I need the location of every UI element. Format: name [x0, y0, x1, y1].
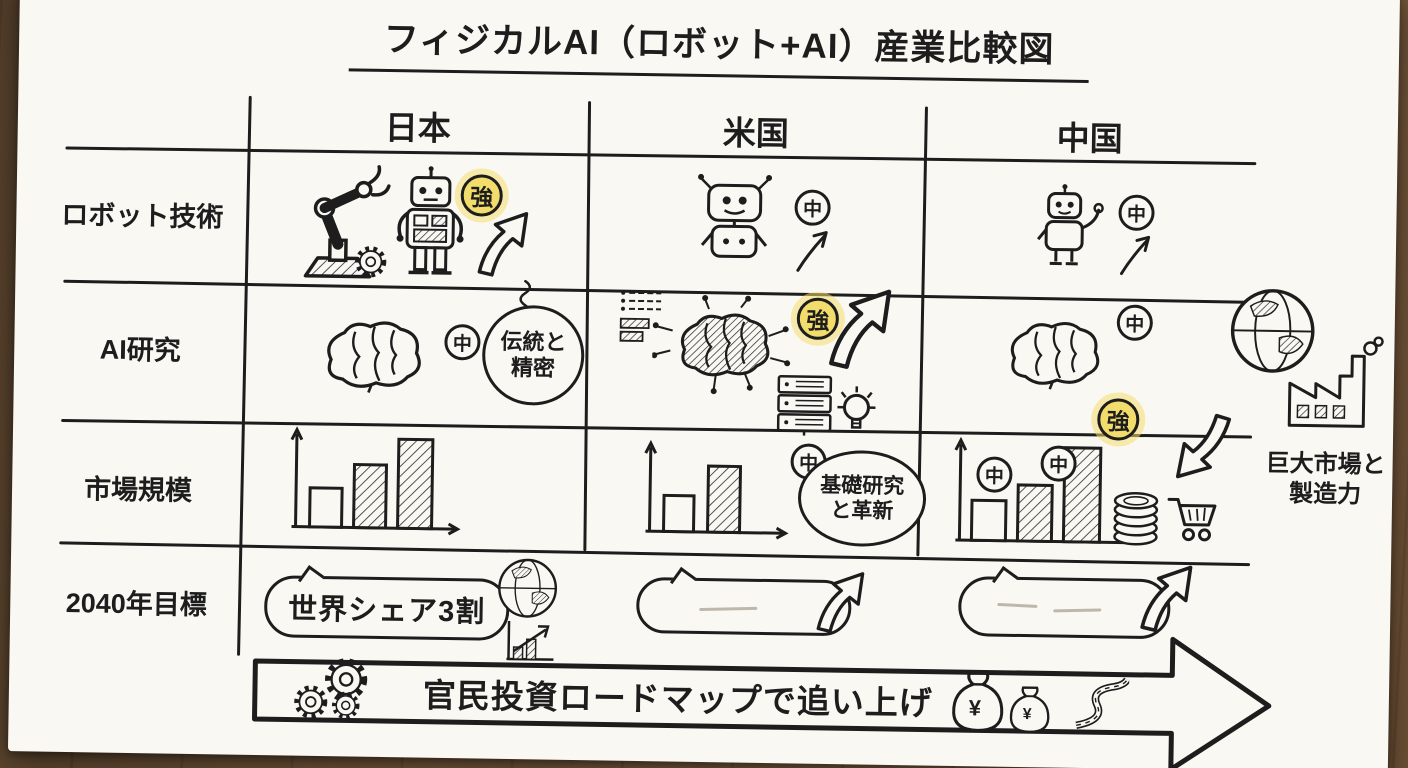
faint-scribble [1053, 608, 1102, 613]
china-market-note-line1: 巨大市場と [1265, 449, 1386, 479]
waving-robot-icon [1036, 184, 1104, 266]
gear-icon [292, 684, 329, 721]
note-japan-ai-line1: 伝統と [500, 328, 567, 355]
note-usa-ai-line2: と革新 [830, 499, 894, 523]
trend-arrow-icon-usa-robot [796, 230, 828, 273]
robot-arm-icon [303, 165, 391, 279]
row-label-market-size: 市場規模 [83, 474, 193, 506]
humanoid-robot-icon [396, 166, 464, 275]
row-label-2040-goal: 2040年目標 [65, 588, 208, 621]
note-bubble-japan-ai: 伝統と 精密 [481, 304, 586, 407]
growth-arrow-icon-china-goal [1140, 564, 1193, 633]
server-stack-icon [776, 374, 833, 436]
brain-icon-china [1010, 321, 1100, 390]
lightbulb-icon [837, 386, 876, 429]
gear-icon [353, 244, 388, 279]
column-header-china: 中国 [1056, 119, 1124, 158]
bar-chart-japan-icon [290, 426, 461, 536]
bar-chart-usa-icon [644, 439, 789, 540]
mini-chart-icon [506, 620, 554, 661]
shopping-cart-icon [1167, 497, 1217, 542]
yen-label: ¥ [1022, 706, 1032, 724]
paper-sheet: フィジカルAI（ロボット+AI）産業比較図 日本 米国 中国 ロボット技術 AI… [7, 0, 1401, 768]
rating-badge-usa-robot: 中 [794, 189, 831, 226]
banner-content: 官民投資ロードマップで追い上げ ¥ ¥ [270, 661, 1151, 733]
banner-arrow [251, 636, 1272, 768]
rating-badge-china-robot: 中 [1118, 194, 1155, 232]
note-bubble-usa-ai: 基礎研究 と革新 [797, 449, 927, 548]
column-header-japan: 日本 [384, 108, 452, 147]
checklist-icon [619, 290, 662, 342]
coin-stack-icon [1113, 492, 1159, 546]
china-market-note: 巨大市場と 製造力 [1252, 449, 1399, 511]
gears-cluster-icon [292, 662, 405, 722]
rating-badge-japan-ai: 中 [444, 323, 481, 361]
banner-text: 官民投資ロードマップで追い上げ [422, 676, 934, 722]
brain-icon [326, 320, 422, 393]
money-bag-icon [1009, 686, 1050, 733]
money-bag-icon [952, 671, 1004, 732]
trend-arrow-icon-china-robot [1119, 235, 1151, 276]
road-icon [1075, 677, 1130, 729]
factory-icon [1287, 336, 1384, 428]
row-label-ai-research: AI研究 [99, 334, 182, 366]
page-title: フィジカルAI（ロボット+AI）産業比較図 [348, 10, 1090, 84]
note-usa-ai-line1: 基礎研究 [820, 473, 905, 498]
robot-icon-usa [698, 173, 773, 259]
gear-icon [330, 690, 360, 720]
faint-scribble [699, 606, 758, 611]
money-bags-icon: ¥ ¥ [950, 669, 1055, 735]
column-header-usa: 米国 [722, 114, 790, 153]
row-label-robot-tech: ロボット技術 [61, 199, 224, 233]
table-grid-line-h3 [61, 418, 1253, 439]
growth-arrow-icon-usa-goal [816, 571, 865, 634]
note-japan-ai-line2: 精密 [510, 354, 556, 381]
swoop-arrow-icon [1175, 411, 1232, 482]
globe-icon-small [497, 558, 558, 619]
faint-scribble [997, 602, 1038, 608]
yen-label: ¥ [968, 695, 982, 721]
china-market-note-line2: 製造力 [1288, 480, 1362, 509]
table-grid-line-v1 [237, 95, 252, 656]
rating-badge-china-ai: 中 [1116, 304, 1154, 342]
table-grid-line-v2 [583, 101, 592, 552]
circuit-brain-icon [651, 295, 791, 395]
